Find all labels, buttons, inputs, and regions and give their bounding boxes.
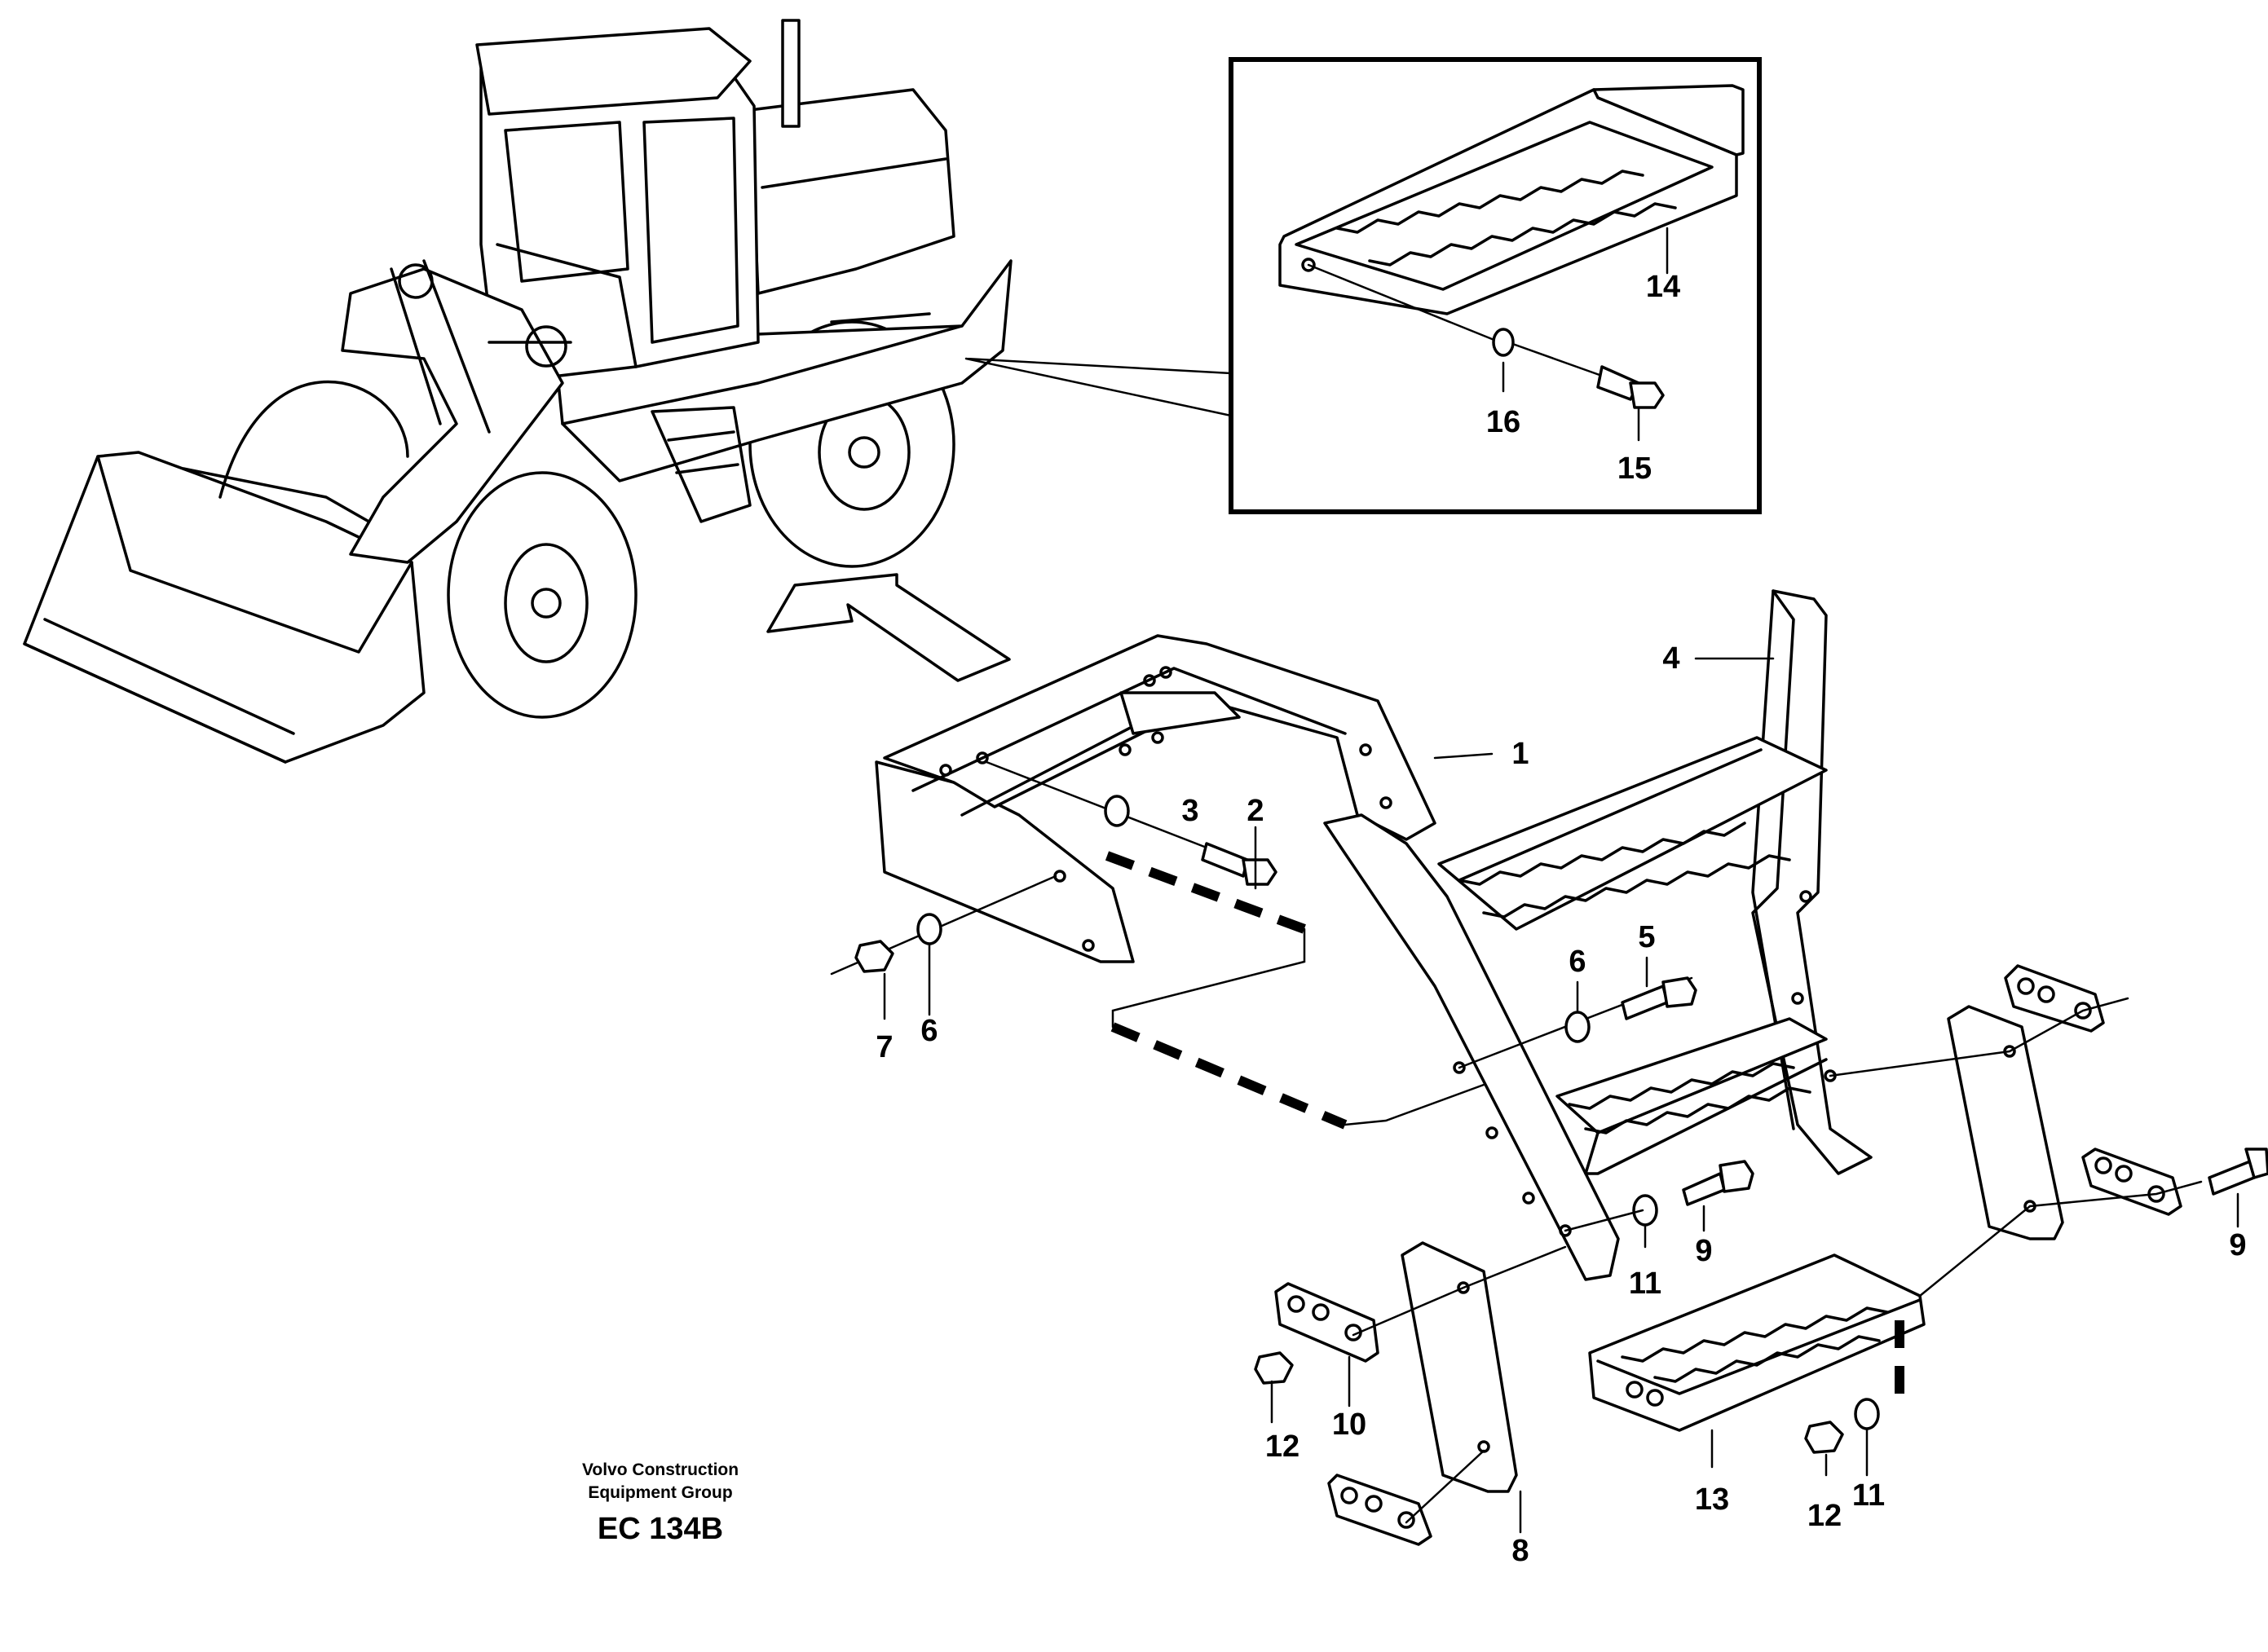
callout-12a: 12 [1264, 1430, 1300, 1464]
mounting-bracket-1 [875, 634, 1436, 963]
front-wheel [447, 471, 638, 719]
bolt-5 [1621, 976, 1697, 1020]
washer-6-right [1564, 1011, 1591, 1043]
washer-16 [1492, 328, 1515, 357]
washer-11-center [1632, 1194, 1658, 1227]
lower-step-13 [1588, 1253, 1926, 1432]
engine-hood [748, 88, 955, 295]
callout-9b: 9 [2229, 1228, 2247, 1262]
callout-6b: 6 [920, 1014, 938, 1048]
hanger-8 [1401, 1241, 1518, 1493]
loader-step-ladder [651, 406, 752, 523]
mounting-outline-dashed [1105, 851, 1348, 1130]
washer-3 [1104, 795, 1130, 827]
diagram-code: EC 134B [597, 1511, 724, 1546]
exhaust-pipe [781, 19, 801, 128]
wheel-loader-illustration [23, 19, 1013, 764]
callout-2: 2 [1247, 794, 1264, 828]
callout-12b: 12 [1807, 1499, 1842, 1533]
loader-body [553, 259, 1013, 482]
callout-6a: 6 [1569, 945, 1586, 979]
nut-12-right [1804, 1421, 1844, 1454]
bolt-9-right [2208, 1148, 2268, 1196]
callout-7: 7 [876, 1030, 894, 1064]
nut-7 [854, 940, 894, 973]
publisher-footer: Volvo Construction Equipment Group EC 13… [582, 1459, 739, 1547]
direction-arrow [766, 573, 1011, 682]
plate-right-top [2004, 964, 2105, 1033]
nut-12-left [1254, 1351, 1294, 1385]
callout-1: 1 [1511, 737, 1529, 771]
hanger-right [1947, 1005, 2064, 1240]
callout-15: 15 [1617, 452, 1652, 486]
callout-8: 8 [1511, 1534, 1529, 1568]
loader-bucket [23, 451, 426, 764]
publisher-line-2: Equipment Group [588, 1483, 733, 1503]
publisher-line-1: Volvo Construction [581, 1460, 739, 1479]
bolt-9-center [1682, 1160, 1754, 1206]
callout-11a: 11 [1628, 1267, 1662, 1301]
callout-16: 16 [1485, 405, 1521, 439]
callout-10: 10 [1331, 1408, 1367, 1442]
bolt-15 [1596, 365, 1665, 409]
washer-11-right [1854, 1398, 1880, 1430]
callout-13: 13 [1694, 1482, 1730, 1517]
callout-9a: 9 [1695, 1234, 1713, 1268]
callout-14: 14 [1645, 270, 1681, 304]
inset-step-bracket [1278, 84, 1745, 315]
callout-4: 4 [1662, 641, 1680, 676]
detail-inset-frame [1229, 57, 1762, 514]
bolt-2 [1201, 842, 1277, 886]
washer-6-left [916, 913, 942, 945]
step-ladder-4 [1323, 589, 1873, 1281]
plate-bottom [1327, 1474, 1432, 1546]
callout-11b: 11 [1851, 1478, 1886, 1513]
callout-3: 3 [1181, 794, 1199, 828]
inset-pointer-lines [964, 357, 1233, 417]
callout-5: 5 [1638, 920, 1656, 954]
plate-right-bottom [2081, 1148, 2182, 1216]
cab-roof [475, 27, 752, 116]
plate-10 [1274, 1282, 1379, 1363]
